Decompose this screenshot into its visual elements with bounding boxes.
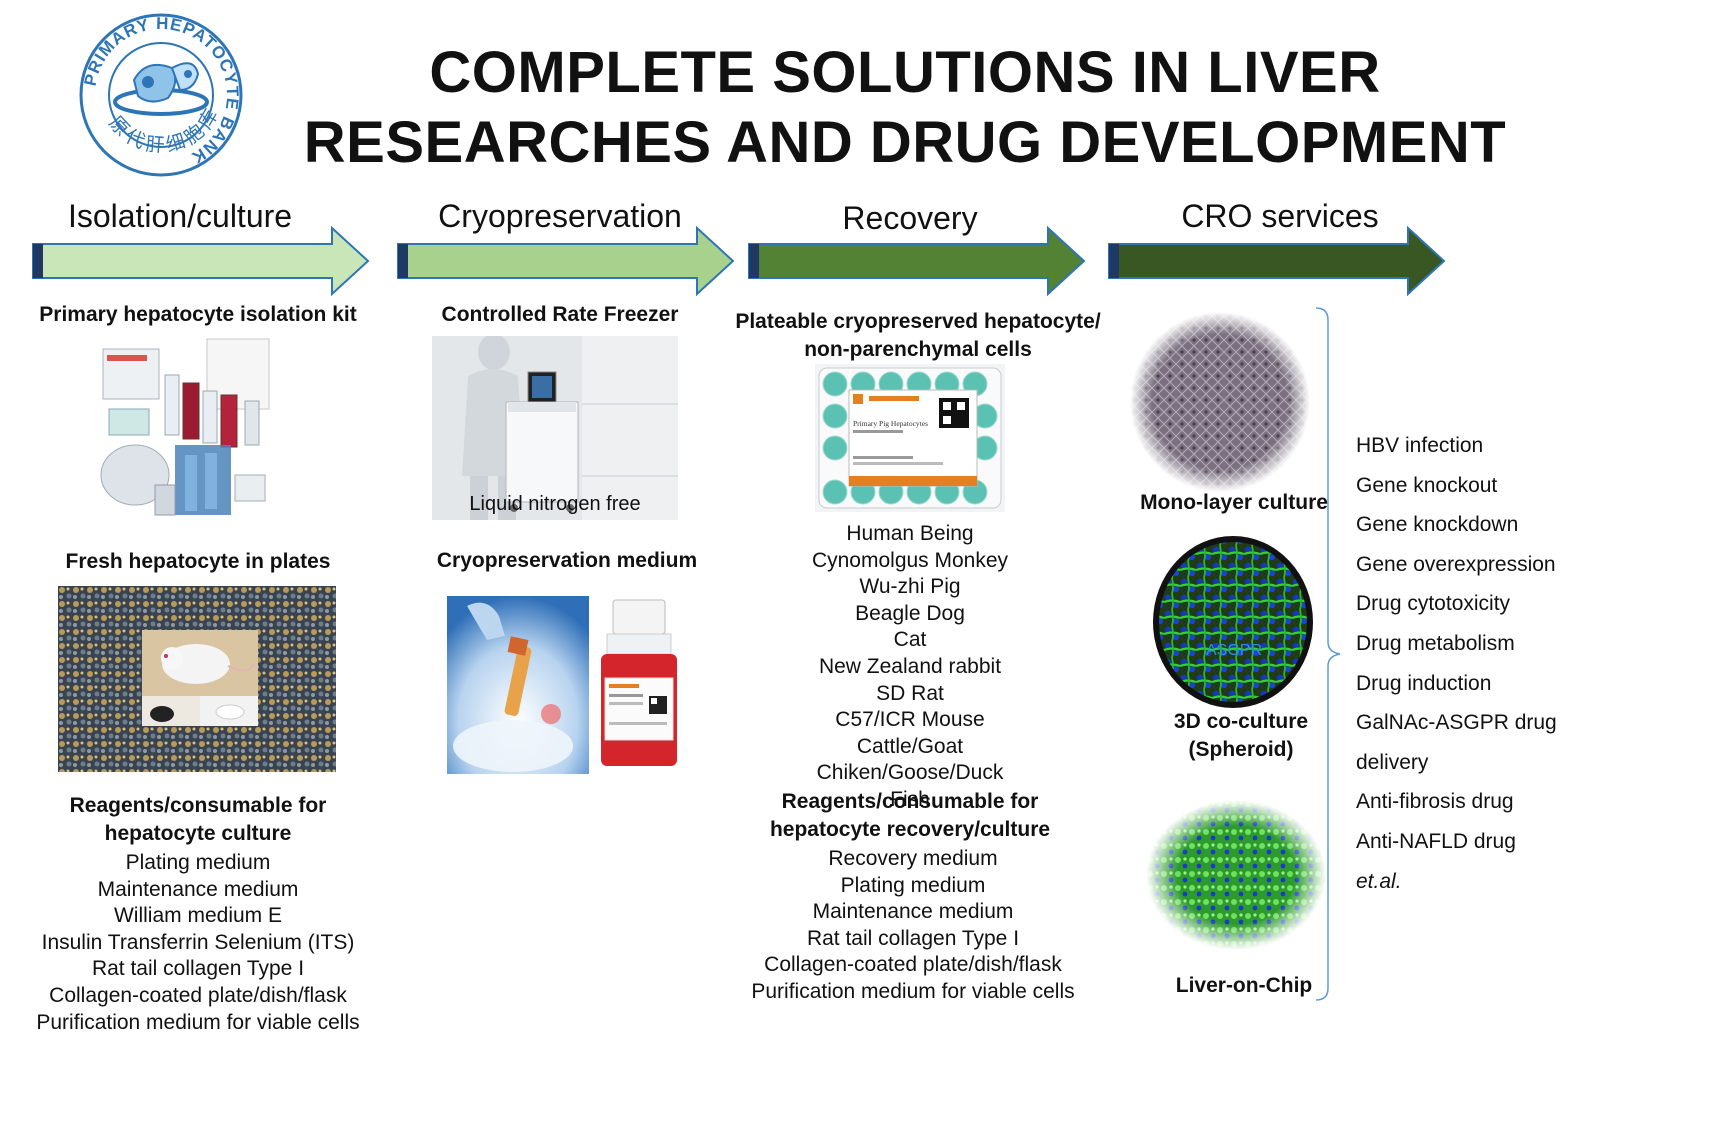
species-list: Human Being Cynomolgus Monkey Wu-zhi Pig… [760,521,1060,814]
list-item: Gene overexpression [1356,552,1556,576]
page-title: COMPLETE SOLUTIONS IN LIVER RESEARCHES A… [260,38,1550,178]
list-item: delivery [1356,750,1429,774]
recovery-cells-heading: Plateable cryopreserved hepatocyte/ non-… [730,308,1106,364]
recovery-cells-heading-line-2: non-parenchymal cells [804,338,1032,361]
list-item: et.al. [1356,869,1402,893]
freezer-heading: Controlled Rate Freezer [441,303,679,326]
isolation-reagents-heading: Reagents/consumable for hepatocyte cultu… [30,792,366,848]
spheroid-label: 3D co-culture (Spheroid) [1146,708,1336,764]
spheroid-label-line-1: 3D co-culture [1173,710,1309,733]
logo-emblem: PRIMARY HEPATOCYTE BANK 原代肝细胞库 [79,13,243,177]
fresh-hepatocyte-plate-photo [58,586,336,772]
list-item: New Zealand rabbit [818,654,1002,678]
list-item: Plating medium [840,873,986,897]
list-item: Recovery medium [828,847,998,870]
stage-label-recovery: Recovery [842,200,978,236]
spheroid-image: ASGPR [1148,530,1318,712]
list-item: Beagle Dog [855,601,965,625]
cryo-medium-heading: Cryopreservation medium [436,549,698,572]
plates-heading: Fresh hepatocyte in plates [65,550,331,573]
stage-arrow-recovery [748,225,1086,297]
list-item: Maintenance medium [812,900,1014,924]
stage-arrow-cro [1108,225,1446,297]
kit-heading: Primary hepatocyte isolation kit [39,303,357,326]
page-title-line-1: COMPLETE SOLUTIONS IN LIVER [429,40,1381,105]
controlled-rate-freezer-photo [432,336,678,520]
recovery-reagents-heading-line-2: hepatocyte recovery/culture [769,818,1051,841]
list-item: Purification medium for viable cells [751,979,1075,1003]
cryovial-photo [447,596,589,774]
list-item: Rat tail collagen Type I [806,926,1020,950]
list-item: Drug metabolism [1356,631,1515,655]
list-item: Collagen-coated plate/dish/flask [764,953,1062,977]
list-item: Plating medium [125,851,271,874]
list-item: Cattle/Goat [856,734,964,758]
list-item: Rat tail collagen Type I [91,957,305,981]
stage-arrow-isolation [32,225,370,297]
spheroid-marker-label: ASGPR [1206,642,1262,659]
liver-on-chip-label: Liver-on-Chip [1175,974,1313,997]
spheroid-label-line-2: (Spheroid) [1188,738,1294,761]
cryopreservation-medium-bottle-photo [597,598,681,768]
list-item: Wu-zhi Pig [859,575,961,599]
isolation-reagents-heading-line-2: hepatocyte culture [104,822,292,845]
list-item: Drug cytotoxicity [1356,592,1511,616]
list-item: Human Being [846,522,974,545]
stage-arrow-cryopreservation [397,225,735,297]
list-item: Cynomolgus Monkey [811,548,1009,572]
list-item: William medium E [113,904,283,928]
list-item: Fish [890,787,930,811]
stage-label-isolation: Isolation/culture [67,198,293,234]
list-item: Chiken/Goose/Duck [816,761,1004,785]
isolation-reagents-heading-line-1: Reagents/consumable for [69,794,327,817]
list-item: Maintenance medium [97,877,299,901]
cro-services-list: HBV infection Gene knockout Gene knockdo… [1356,426,1557,901]
logo: PRIMARY HEPATOCYTE BANK 原代肝细胞库 [76,10,246,180]
stage-label-cryopreservation: Cryopreservation [438,198,682,234]
services-brace [1315,307,1341,1001]
list-item: Collagen-coated plate/dish/flask [49,983,347,1007]
list-item: Insulin Transferrin Selenium (ITS) [41,930,355,954]
recovery-reagents-list: Recovery medium Plating medium Maintenan… [738,846,1088,1006]
mono-layer-culture-image [1128,310,1312,494]
box-label: Primary Pig Hepatocytes [853,419,928,428]
page-title-line-2: RESEARCHES AND DRUG DEVELOPMENT [303,110,1507,175]
recovery-reagents-heading: Reagents/consumable for hepatocyte recov… [740,788,1080,844]
mono-layer-label: Mono-layer culture [1140,491,1328,514]
recovery-cells-heading-line-1: Plateable cryopreserved hepatocyte/ [735,310,1101,333]
list-item: Gene knockout [1356,473,1498,497]
recovery-reagents-heading-line-1: Reagents/consumable for [781,790,1039,813]
list-item: HBV infection [1356,434,1484,457]
list-item: Gene knockdown [1356,513,1519,537]
list-item: C57/ICR Mouse [835,708,985,732]
list-item: GalNAc-ASGPR drug [1356,711,1557,735]
list-item: Anti-NAFLD drug [1356,829,1516,853]
list-item: Cat [893,628,927,652]
list-item: SD Rat [876,681,944,705]
liver-on-chip-image [1146,800,1326,950]
isolation-reagents-list: Plating medium Maintenance medium Willia… [20,850,376,1036]
cryopreserved-cell-box-photo: Primary Pig Hepatocytes [815,364,1005,512]
isolation-kit-photo [95,335,275,531]
list-item: Drug induction [1356,671,1492,695]
freezer-caption: Liquid nitrogen free [469,493,641,515]
list-item: Purification medium for viable cells [36,1010,360,1034]
list-item: Anti-fibrosis drug [1356,790,1514,814]
stage-label-cro: CRO services [1181,198,1379,234]
